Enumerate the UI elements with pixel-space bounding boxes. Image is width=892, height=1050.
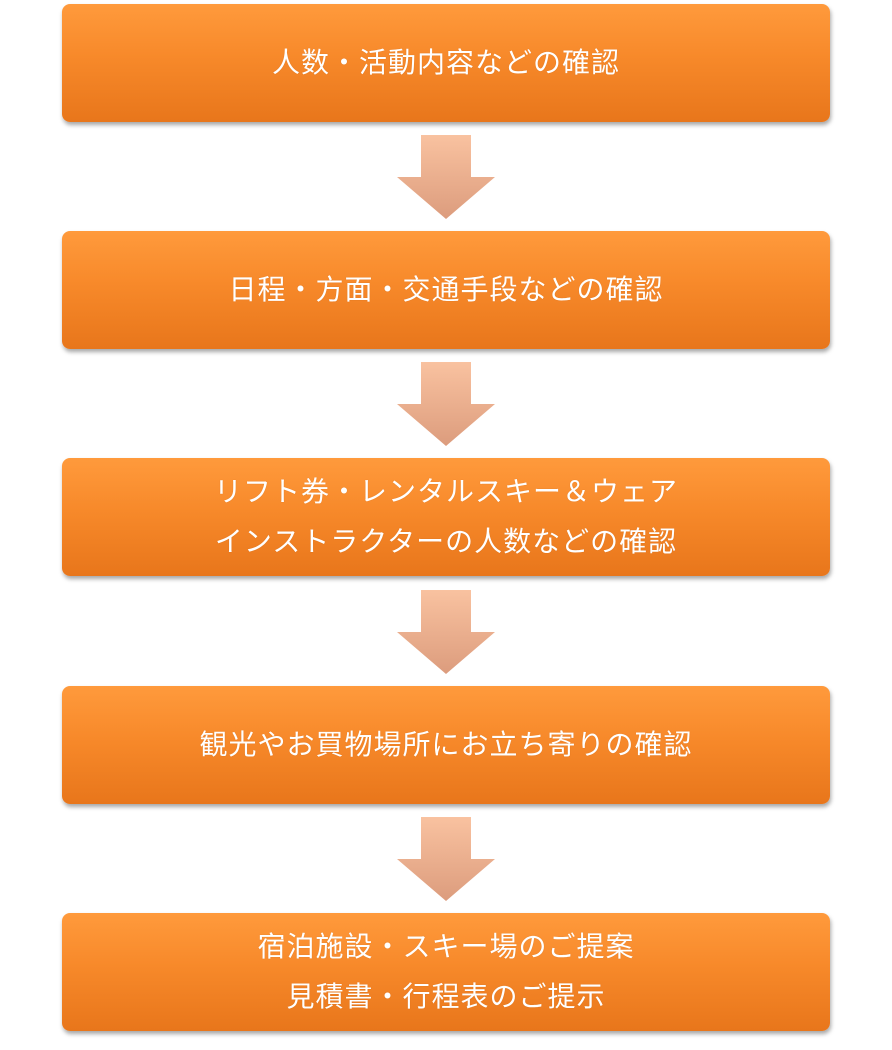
down-arrow-icon (397, 135, 495, 219)
step-3-line-2: インストラクターの人数などの確認 (214, 525, 678, 558)
step-4-box: 観光やお買物場所にお立ち寄りの確認 (62, 686, 830, 804)
step-5-line-2: 見積書・行程表のご提示 (286, 980, 606, 1013)
step-1-line-1: 人数・活動内容などの確認 (271, 46, 620, 79)
step-2-line-1: 日程・方面・交通手段などの確認 (228, 273, 664, 306)
step-2-box: 日程・方面・交通手段などの確認 (62, 231, 830, 349)
down-arrow-icon (397, 590, 495, 674)
step-4-line-1: 観光やお買物場所にお立ち寄りの確認 (199, 728, 693, 761)
step-5-line-1: 宿泊施設・スキー場のご提案 (257, 930, 635, 963)
step-5-box: 宿泊施設・スキー場のご提案 見積書・行程表のご提示 (62, 913, 830, 1031)
step-3-line-1: リフト券・レンタルスキー＆ウェア (213, 475, 678, 508)
step-1-box: 人数・活動内容などの確認 (62, 4, 830, 122)
step-3-box: リフト券・レンタルスキー＆ウェア インストラクターの人数などの確認 (62, 458, 830, 576)
down-arrow-icon (397, 362, 495, 446)
down-arrow-icon (397, 817, 495, 901)
